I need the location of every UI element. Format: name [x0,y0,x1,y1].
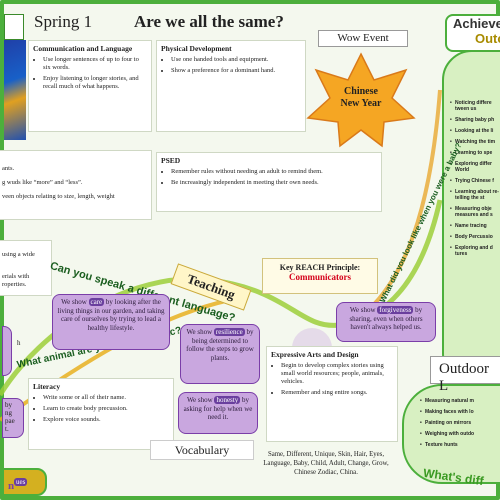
left-purple-box: h by ng pae t. [2,339,24,438]
list-item: Measuring obje measures and s [450,206,500,218]
literacy-item: Explore voice sounds. [43,416,169,424]
psed-box: PSED Remember rules without needing an a… [156,152,382,212]
maths-fragment: ants. [2,165,15,172]
vocabulary-label: Vocabulary [150,440,254,460]
achievements-title-line2: Outc [475,31,500,46]
value-text: by asking for help when we need it. [183,396,253,421]
maths-fragment: g wuds like “more” and “less”. [2,179,83,186]
list-item: Measuring natural m [420,398,500,404]
list-item: Painting on mirrors [420,420,500,426]
value-care: We show care by looking after the living… [52,294,170,350]
fragment-text: t. [5,425,9,433]
physical-item: Use one handed tools and equipment. [171,56,301,64]
value-text: We show [61,298,89,306]
understanding-fragment: using a wide [2,251,35,258]
understanding-fragment: erials with [2,273,30,280]
value-honesty: We show honesty by asking for help when … [178,392,258,434]
fragment-text: by [5,401,12,409]
list-item: Looking at the li [450,128,500,134]
reach-principle: Key REACH Principle: Communicators [262,258,378,294]
value-forgiveness: We show forgiveness by sharing, even whe… [336,302,436,342]
achievements-title: Achieve Outc [445,14,500,52]
psed-heading: PSED [161,156,181,165]
children-photo [4,40,26,140]
understanding-fragment: roperties. [2,281,27,288]
list-item: Exploring and d tures [450,245,500,257]
expressive-item: Begin to develop complex stories using s… [281,362,393,386]
list-item: Trying Chinese f [450,178,500,184]
value-text: by looking after the living things in ou… [57,298,165,332]
left-purple-fragment [2,326,12,376]
list-item: Sharing baby ph [450,117,500,123]
term-label: Spring 1 [34,12,93,31]
communication-box: Communication and Language Use longer se… [28,40,152,132]
list-item: Making faces with lo [420,409,500,415]
list-item: Watching the tim [450,139,500,145]
left-values-word: n [8,480,15,492]
wow-event-label: Wow Event [318,30,408,47]
value-word: forgiveness [377,306,414,314]
expressive-heading: Expressive Arts and Design [271,350,359,359]
achievements-list: Noticing differe tween us Sharing baby p… [450,100,500,262]
reach-value: Communicators [289,272,351,282]
communication-item: Use longer sentences of up to four to si… [43,56,147,72]
fragment-text: ng [5,409,12,417]
physical-item: Show a preference for a dominant hand. [171,67,301,75]
value-word: care [88,298,105,306]
reach-label: Key REACH Principle: [279,263,361,272]
value-text: by sharing, even when others haven't alw… [349,306,423,331]
physical-heading: Physical Development [161,44,232,53]
star-icon [306,52,416,148]
value-word: honesty [214,396,241,404]
outdoor-title: Outdoor L [430,356,500,394]
literacy-item: Learn to create body precussion. [43,405,169,413]
list-item: Exploring differ World [450,161,500,173]
wow-event-name: Chinese New Year [340,86,382,109]
value-text: We show [187,396,215,404]
value-text: We show [349,306,378,314]
left-values-highlight: ues [14,478,28,486]
communication-item: Enjoy listening to longer stories, and r… [43,75,147,91]
value-text: by being determined to follow the steps … [186,328,254,362]
fragment-text: pae [5,417,15,425]
psed-item: Remember rules without needing an adult … [171,168,377,176]
maths-box: ants. g wuds like “more” and “less”. vee… [0,150,152,220]
maths-fragment: veen objects relating to size, length, w… [2,193,115,200]
literacy-heading: Literacy [33,382,61,391]
value-word: resilience [213,328,245,336]
understanding-box: using a wide erials with roperties. [0,240,52,296]
list-item: Learning about re-telling the st [450,189,500,201]
literacy-box: Literacy Write some or all of their name… [28,378,174,450]
outdoor-list: Measuring natural m Making faces with lo… [420,398,500,453]
communication-heading: Communication and Language [33,44,133,53]
psed-item: Be increasingly independent in meeting t… [171,179,377,187]
list-item: Learning to spe [450,150,500,156]
list-item: Body Percussio [450,234,500,240]
value-text: We show [186,328,214,336]
achievements-title-line1: Achieve [453,16,500,31]
literacy-item: Write some or all of their name. [43,394,169,402]
list-item: Name tracing [450,223,500,229]
page-title: Are we all the same? [134,12,284,31]
photo-frame [4,14,24,40]
value-resilience: We show resilience by being determined t… [180,324,260,384]
expressive-item: Remember and sing entire songs. [281,389,393,397]
list-item: Noticing differe tween us [450,100,500,112]
fragment-text: h [17,339,21,347]
vocabulary-words: Same, Different, Unique, Skin, Hair, Eye… [263,451,389,476]
list-item: Texture hunts [420,442,500,448]
physical-box: Physical Development Use one handed tool… [156,40,306,132]
list-item: Weighing with outdo [420,431,500,437]
expressive-box: Expressive Arts and Design Begin to deve… [266,346,398,442]
title-bar: Spring 1 Are we all the same? [22,10,322,38]
